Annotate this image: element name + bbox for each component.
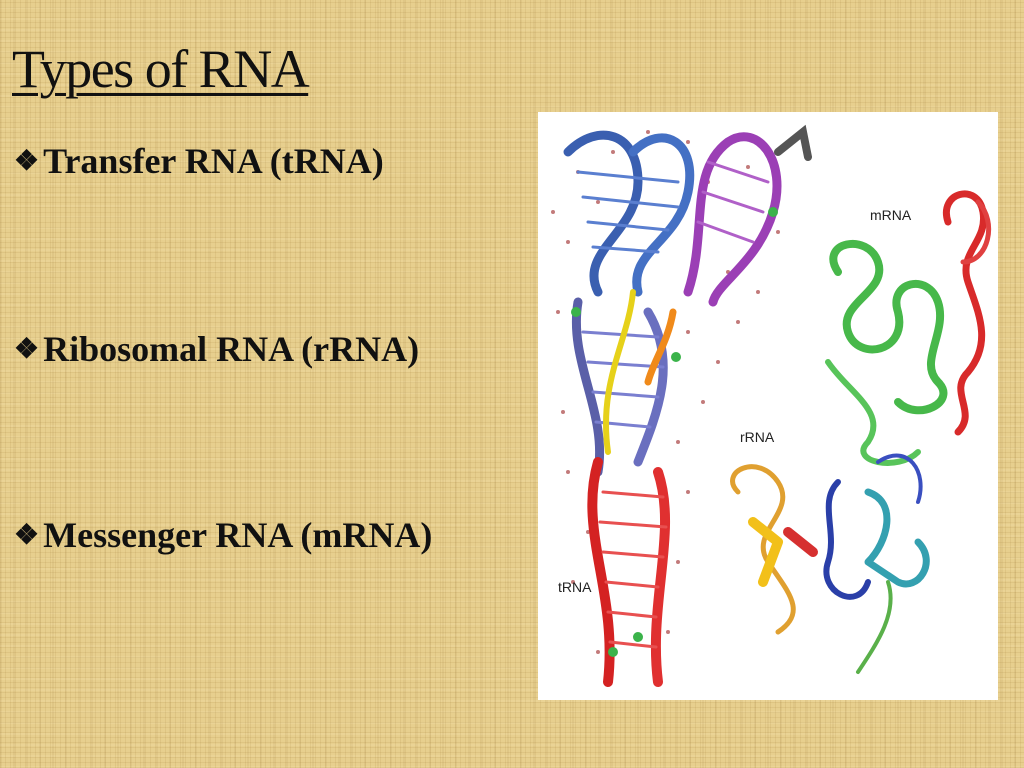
trna-red-stem	[587, 457, 671, 687]
diamond-bullet-icon: ❖	[14, 146, 40, 177]
trna-middle-helix	[571, 289, 677, 477]
mrna-ribbon	[825, 190, 992, 466]
bullet-mrna: ❖Messenger RNA (mRNA)	[14, 514, 432, 556]
bullet-rrna: ❖Ribosomal RNA (rRNA)	[14, 328, 419, 370]
bullet-trna: ❖Transfer RNA (tRNA)	[14, 140, 384, 182]
diamond-bullet-icon: ❖	[14, 520, 40, 551]
bullet-text: Ribosomal RNA (rRNA)	[43, 329, 420, 369]
bullet-text: Messenger RNA (mRNA)	[43, 515, 433, 555]
rrna-ribbon	[730, 453, 930, 674]
figure-label-rrna: rRNA	[740, 429, 775, 445]
bullet-text: Transfer RNA (tRNA)	[43, 141, 384, 181]
rna-structure-figure: mRNA rRNA tRNA	[538, 112, 998, 700]
figure-label-mrna: mRNA	[870, 207, 912, 223]
trna-blue-loop	[563, 130, 695, 297]
slide-title: Types of RNA	[12, 39, 310, 99]
solvent-dots	[551, 130, 780, 654]
diamond-bullet-icon: ❖	[14, 334, 40, 365]
figure-label-trna: tRNA	[558, 579, 592, 595]
trna-green-beads	[571, 207, 778, 657]
rna-structure-illustration: mRNA rRNA tRNA	[551, 124, 992, 687]
trna-purple-arm	[683, 124, 812, 307]
